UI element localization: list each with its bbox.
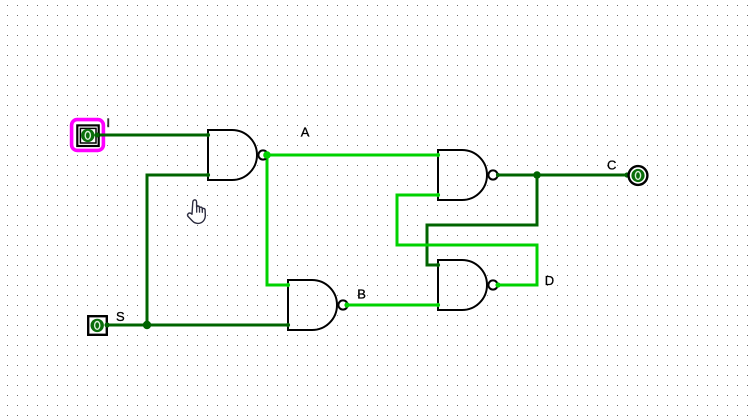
svg-text:B: B [357,287,366,302]
svg-text:A: A [301,125,310,140]
svg-text:D: D [545,273,554,288]
svg-text:S: S [116,309,125,324]
svg-text:C: C [607,158,616,173]
